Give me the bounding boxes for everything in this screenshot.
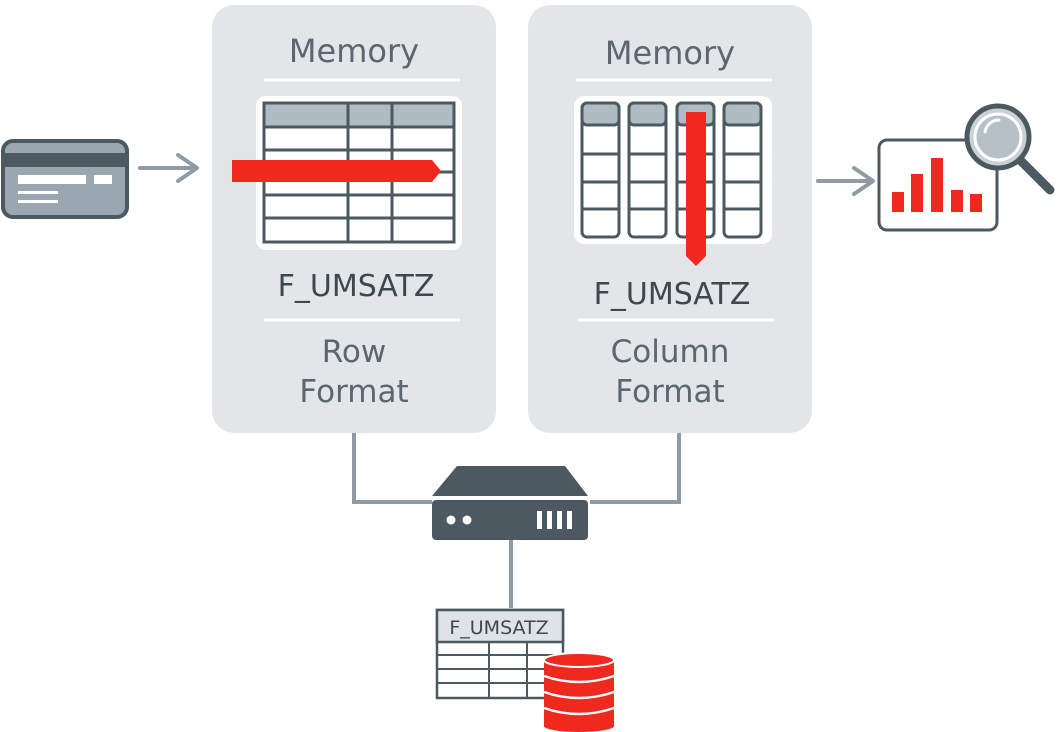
server-connectors [352, 433, 681, 608]
credit-card-icon [1, 139, 129, 219]
column-panel-heading: Memory [605, 34, 735, 72]
column-scan-arrow [686, 112, 706, 266]
column-format-table [574, 96, 772, 244]
bar-chart-magnifier-icon [877, 103, 1055, 232]
column-1 [580, 101, 621, 239]
row-panel-heading: Memory [289, 32, 419, 70]
row-panel-format-line1: Row [322, 334, 386, 370]
row-panel-format-line2: Format [299, 374, 408, 410]
column-4 [722, 101, 763, 239]
column-panel-format-line2: Format [615, 374, 724, 410]
row-panel-connector [352, 433, 432, 504]
database-icon [543, 652, 615, 732]
row-format-panel: Memory F_UMSATZ Row Format [212, 5, 496, 433]
row-panel-table-name: F_UMSATZ [278, 269, 435, 304]
input-arrow [138, 153, 199, 183]
column-panel-format-line1: Column [611, 334, 730, 370]
column-2 [627, 101, 668, 239]
storage-table-name: F_UMSATZ [449, 617, 548, 639]
column-panel-connector [590, 433, 681, 504]
row-scan-arrow [232, 160, 441, 182]
output-arrow [816, 166, 875, 196]
server-icon [432, 466, 588, 540]
column-panel-table-name: F_UMSATZ [594, 277, 751, 312]
column-format-panel: Memory [528, 5, 812, 433]
